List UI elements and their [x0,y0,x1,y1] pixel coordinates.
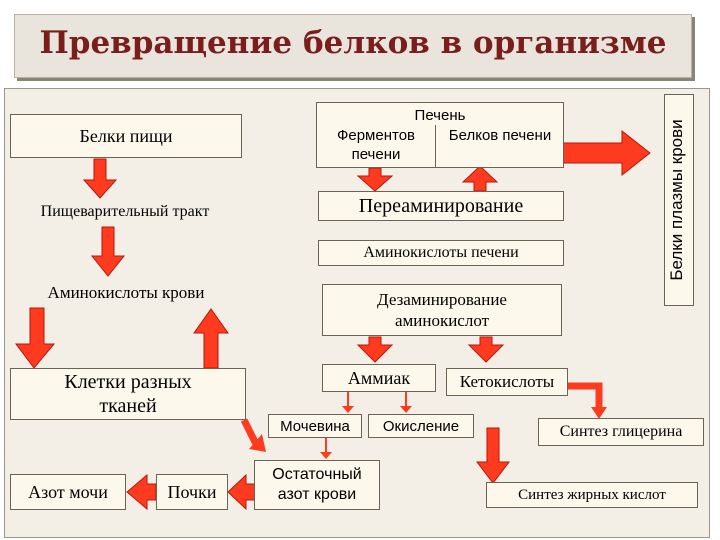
node-kidneys: Почки [156,474,228,510]
node-urea: Мочевина [268,414,362,438]
arrow-keto-to-glycerol [567,382,603,409]
arrow-cells-to-blood [193,308,229,369]
liver-proteins: Белков печени [448,127,552,144]
node-plasma-proteins [664,94,694,306]
arrow-fatty-synthesis [475,427,511,484]
node-glycerol-synthesis: Синтез глицерина [538,418,704,446]
node-urine-nitrogen: Азот мочи [10,474,126,510]
node-fatty-acid-synthesis: Синтез жирных кислот [486,482,698,508]
plasma-proteins-label: Белки плазмы крови [667,119,686,281]
arrow-kidneys-to-urine [126,473,157,511]
arrow-deam-to-keto [467,336,505,363]
node-digestive-tract: Пищеварительный тракт [40,203,210,220]
node-liver-amino-acids: Аминокислоты печени [318,240,564,266]
node-blood-amino-acids: Аминокислоты крови [47,283,205,302]
node-oxidation: Окисление [368,414,474,438]
node-food-proteins: Белки пищи [10,114,242,158]
node-tissue-cells: Клетки разных тканей [10,368,246,420]
arrow-transam-to-proteins [461,165,499,192]
arrow-blood-to-cells [15,307,56,369]
arrow-liver-to-plasma [562,129,651,177]
liver-enzymes: Ферментов печени [336,127,416,163]
node-transamination: Переаминирование [318,191,564,221]
arrow-residual-to-kidneys [227,473,257,511]
node-deamination: Дезаминирование аминокислот [322,284,562,336]
liver-divider [435,125,436,168]
node-liver: Печень Ферментов печени Белков печени [316,102,564,168]
page-title: Превращение белков в организме [39,25,667,61]
node-keto-acids: Кетокислоты [446,368,568,396]
arrow-tract-to-blood [90,226,126,277]
node-residual-nitrogen: Остаточный азот крови [254,460,380,510]
arrow-deam-to-ammonia [356,336,394,363]
node-ammonia: Аммиак [322,364,436,392]
title-bar: Превращение белков в организме [14,14,692,78]
arrow-enzymes-to-transam [356,167,394,192]
arrow-food-to-tract [82,158,118,199]
liver-title: Печень [414,107,466,124]
